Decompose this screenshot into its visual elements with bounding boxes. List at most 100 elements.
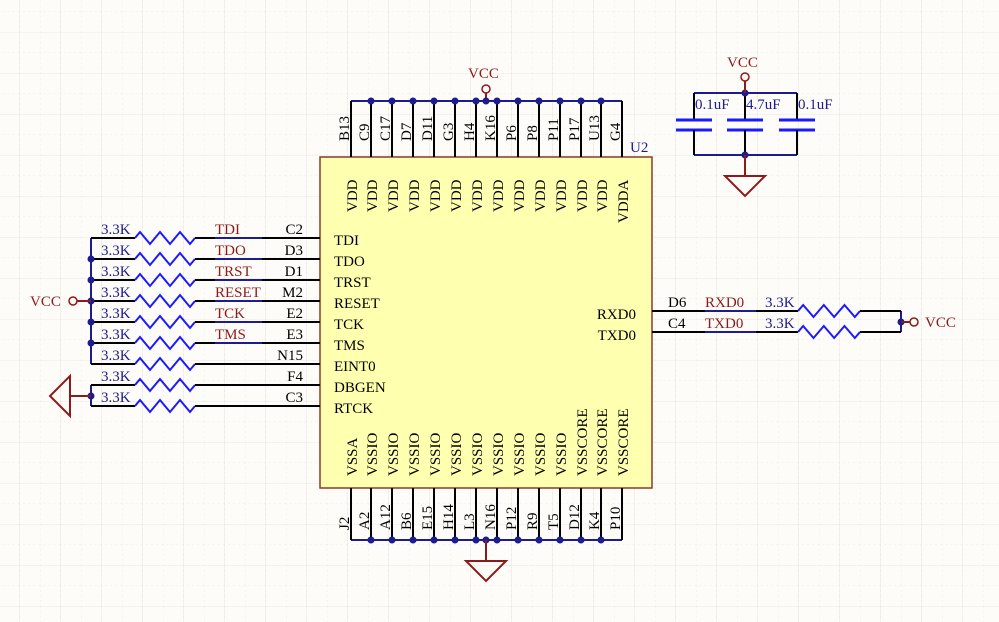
pin-name: TDO	[334, 254, 365, 270]
pin-name: VDD	[554, 179, 570, 212]
pin-name: VSSA	[345, 437, 361, 476]
ground-icon	[48, 373, 71, 419]
pin-name: VSSIO	[365, 432, 381, 476]
pin-name: RESET	[334, 296, 380, 312]
pin-number: D11	[420, 116, 436, 141]
resistor-value: 3.3K	[101, 264, 131, 280]
junction-dot	[514, 97, 522, 105]
vcc-port-icon	[909, 317, 919, 327]
resistor-icon[interactable]	[134, 272, 196, 288]
junction-dot	[472, 536, 480, 544]
pin-number: P17	[567, 117, 583, 141]
pin-number: N16	[483, 504, 499, 530]
pin-name: RTCK	[334, 401, 373, 417]
pin-name: TXD0	[598, 328, 636, 344]
resistor-icon[interactable]	[797, 324, 861, 340]
junction-dot	[451, 97, 459, 105]
resistor-icon[interactable]	[134, 335, 196, 351]
pin-name: VSSCORE	[575, 408, 591, 476]
junction-dot	[430, 97, 438, 105]
junction-dot	[409, 97, 417, 105]
pin-name: VSSCORE	[616, 408, 632, 476]
pin-name: VSSIO	[512, 432, 528, 476]
pin-number: H4	[462, 122, 478, 141]
pin-name: VDD	[470, 179, 486, 212]
vcc-port-icon	[740, 72, 750, 82]
junction-dot	[597, 536, 605, 544]
pin-number: G4	[608, 122, 624, 141]
resistor-value: 3.3K	[101, 327, 131, 343]
pin-name: VDD	[428, 179, 444, 212]
resistor-icon[interactable]	[134, 398, 196, 414]
pin-name: VDD	[491, 179, 507, 212]
junction-dot	[493, 536, 501, 544]
junction-dot	[493, 97, 501, 105]
junction-dot	[577, 536, 585, 544]
vcc-label-right: VCC	[925, 315, 956, 331]
pin-name: EINT0	[334, 359, 376, 375]
resistor-value: 3.3K	[101, 369, 131, 385]
junction-dot	[87, 318, 95, 326]
resistor-value: 3.3K	[765, 295, 795, 311]
pin-name: VSSIO	[428, 432, 444, 476]
pin-name: VDD	[345, 179, 361, 212]
pin-name: VSSIO	[470, 432, 486, 476]
resistor-icon[interactable]	[134, 230, 196, 246]
junction-dot	[514, 536, 522, 544]
pin-number: D3	[285, 243, 303, 259]
pin-name: VSSIO	[386, 432, 402, 476]
pin-name: VDD	[575, 179, 591, 212]
resistor-icon[interactable]	[134, 293, 196, 309]
pin-number: D6	[668, 295, 687, 311]
pin-name: VDD	[595, 179, 611, 212]
resistor-icon[interactable]	[797, 303, 861, 319]
pin-name: VDD	[407, 179, 423, 212]
junction-dot	[535, 536, 543, 544]
pin-number: U13	[587, 115, 603, 141]
pin-number: B13	[337, 116, 353, 141]
pin-number: A2	[357, 512, 373, 530]
resistor-icon[interactable]	[134, 314, 196, 330]
resistor-value: 3.3K	[101, 306, 131, 322]
resistor-icon[interactable]	[134, 377, 196, 393]
junction-dot	[451, 536, 459, 544]
junction-dot	[472, 97, 480, 105]
pin-number: C9	[357, 123, 373, 141]
pin-name: VDD	[512, 179, 528, 212]
pin-number: P12	[504, 507, 520, 530]
junction-dot	[482, 97, 490, 105]
pin-name: VSSCORE	[595, 408, 611, 476]
resistor-value: 3.3K	[101, 243, 131, 259]
net-label: RXD0	[705, 295, 744, 311]
resistor-value: 3.3K	[101, 222, 131, 238]
pin-number: T5	[546, 513, 562, 530]
junction-dot	[556, 536, 564, 544]
ground-icon	[463, 560, 509, 583]
pin-name: DBGEN	[334, 380, 386, 396]
pin-number: C3	[285, 390, 303, 406]
component-designator: U2	[630, 140, 648, 156]
pin-number: P6	[504, 125, 520, 141]
pin-number: K4	[587, 511, 603, 530]
junction-dot	[597, 97, 605, 105]
net-label: RESET	[215, 285, 261, 301]
ic-body-u2[interactable]	[319, 156, 653, 489]
resistor-value: 3.3K	[101, 285, 131, 301]
pin-number: L3	[462, 513, 478, 530]
vcc-label-left: VCC	[30, 294, 61, 310]
pin-name: VSSIO	[491, 432, 507, 476]
pin-number: M2	[282, 285, 303, 301]
capacitor-value: 0.1uF	[695, 97, 730, 113]
resistor-icon[interactable]	[134, 251, 196, 267]
vcc-label-top: VCC	[468, 66, 499, 82]
resistor-icon[interactable]	[134, 356, 196, 372]
pin-name: VSSIO	[449, 432, 465, 476]
pin-name: TRST	[334, 275, 371, 291]
pin-number: F4	[287, 369, 303, 385]
pin-name: TCK	[334, 317, 364, 333]
resistor-value: 3.3K	[101, 348, 131, 364]
pin-name: VDD	[449, 179, 465, 212]
resistor-value: 3.3K	[765, 316, 795, 332]
vcc-label-cap: VCC	[727, 55, 758, 71]
